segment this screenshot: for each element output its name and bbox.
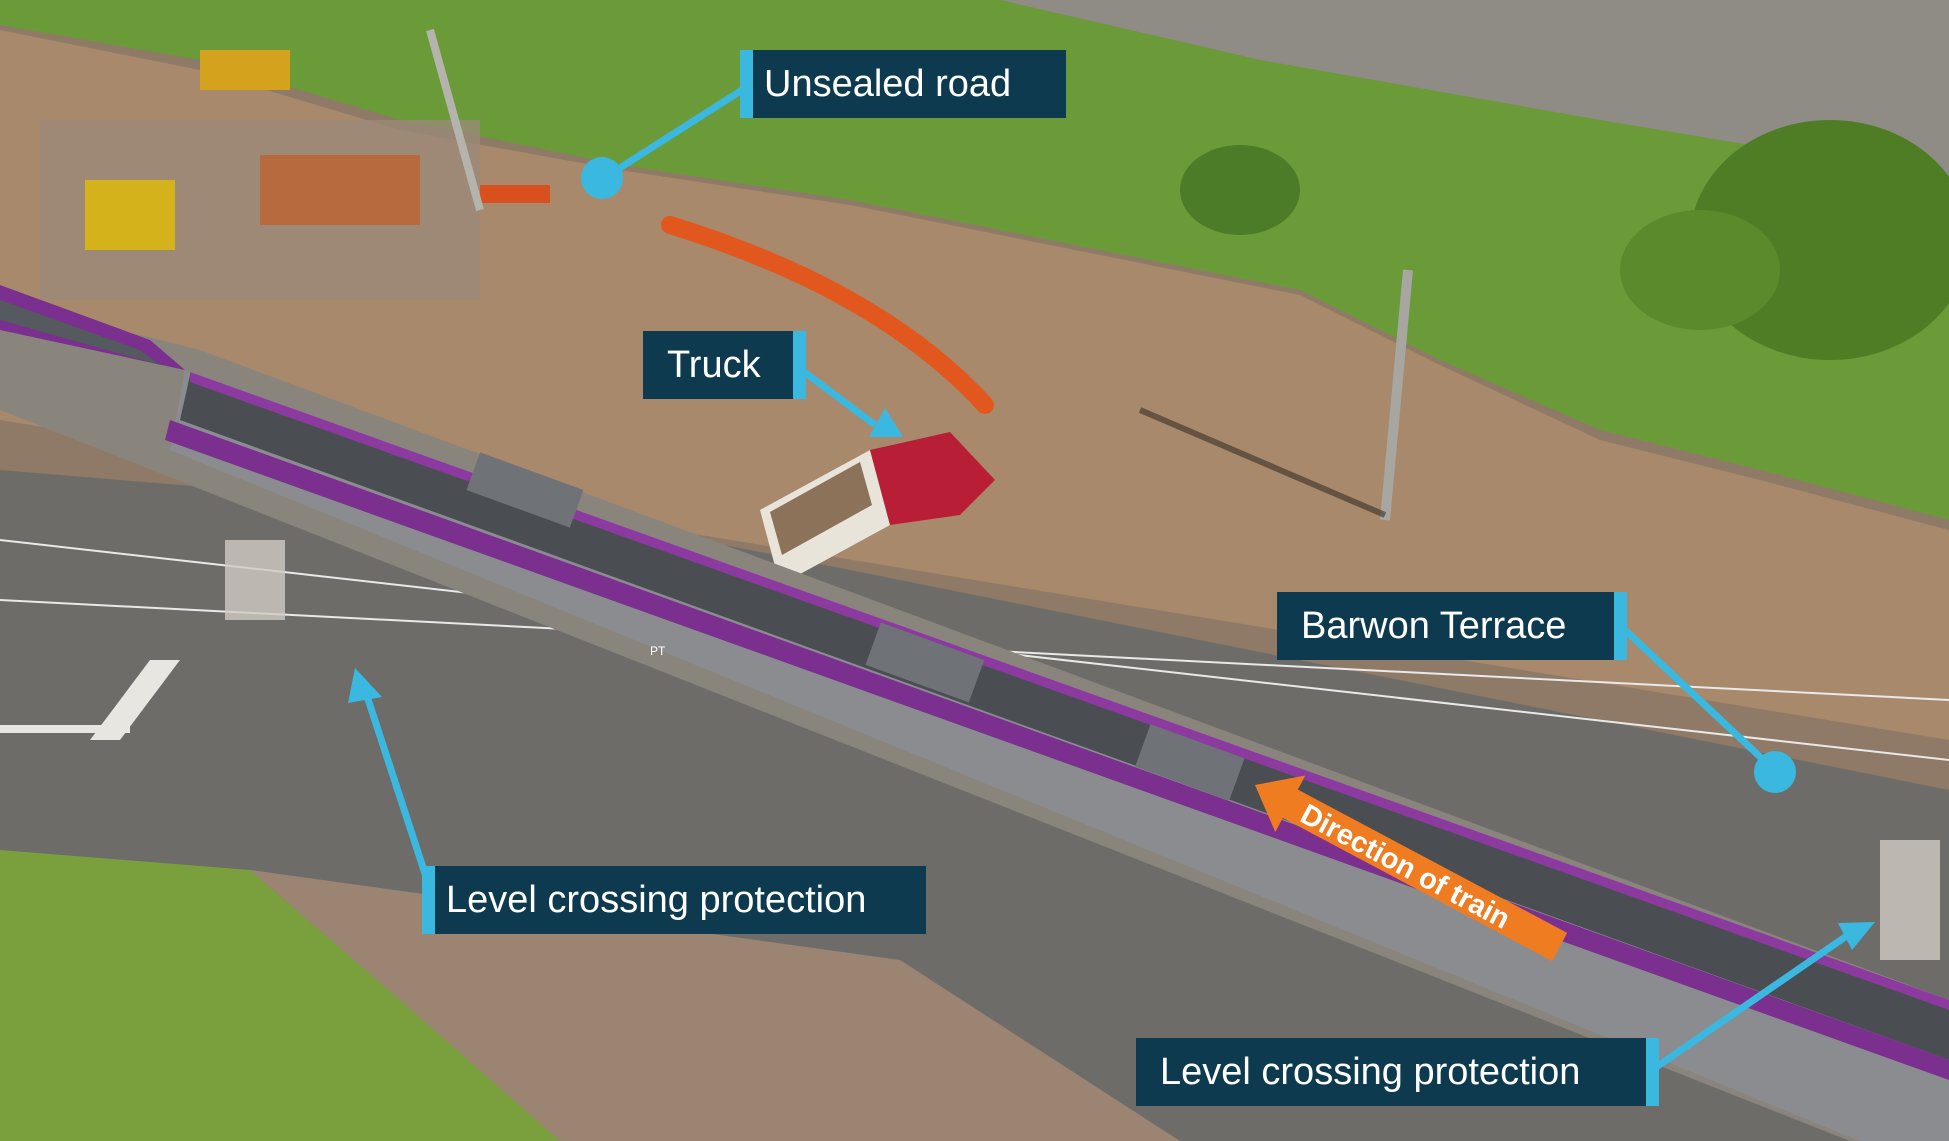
pointer-dot-unsealed-road: [581, 157, 623, 199]
callout-accent: [1646, 1038, 1659, 1106]
pointer-arrowhead-crossing-left: [348, 668, 382, 703]
gravel-area: [1000, 0, 1949, 175]
roof-unit: [865, 622, 985, 703]
bins: [260, 155, 420, 225]
pole-shadow: [1138, 407, 1387, 518]
truck-label: Truck: [667, 344, 761, 386]
train-roof: [180, 375, 1949, 1060]
orange-pipe: [661, 216, 994, 414]
crossing-signal-left: [225, 540, 285, 620]
level-crossing-left-label: Level crossing protection: [446, 879, 867, 921]
callout-accent: [793, 331, 806, 399]
train-car-front: [0, 285, 185, 370]
trees: [1620, 210, 1780, 330]
pointer-barwon-terrace: [1622, 627, 1775, 771]
truck: [760, 432, 995, 585]
excavator: [85, 180, 175, 250]
pointer-crossing-left: [361, 688, 436, 897]
pointer-crossing-right: [1650, 932, 1850, 1073]
barwon-terrace-label: Barwon Terrace: [1301, 605, 1567, 647]
utility-pole: [426, 28, 484, 212]
operator-logo: PT: [650, 644, 666, 658]
callout-pointers: [348, 87, 1875, 1073]
road-marking: [90, 660, 180, 740]
callout-level-crossing-right: Level crossing protection: [1136, 1038, 1659, 1106]
callout-truck: Truck: [643, 331, 806, 399]
machine: [200, 50, 290, 90]
callout-accent: [740, 50, 753, 118]
road-marking: [0, 725, 130, 733]
roof-unit: [1135, 724, 1245, 801]
pointer-arrowhead-truck: [869, 408, 903, 437]
callout-barwon-terrace: Barwon Terrace: [1277, 592, 1627, 660]
unsealed-road-label: Unsealed road: [764, 63, 1012, 105]
truck-cab: [870, 432, 995, 525]
callout-unsealed-road: Unsealed road: [740, 50, 1066, 118]
callout-accent: [422, 866, 435, 934]
pointer-truck: [792, 362, 878, 428]
roof-unit: [466, 452, 584, 528]
grass-bottom-left: [0, 850, 560, 1141]
callout-accent: [1614, 592, 1627, 660]
dirt-bottom: [250, 870, 1180, 1141]
pointer-dot-barwon-terrace: [1754, 751, 1796, 793]
callout-level-crossing-left: Level crossing protection: [422, 866, 926, 934]
direction-arrow-shape: [1255, 775, 1568, 962]
pointer-arrowhead-crossing-right: [1838, 922, 1875, 950]
truck-tray-inner: [770, 462, 872, 555]
level-crossing-right-label: Level crossing protection: [1160, 1051, 1581, 1093]
train-car-front-roof: [0, 300, 160, 365]
pipes: [480, 185, 550, 203]
grass-embankment: [0, 0, 1949, 520]
utility-pole: [1380, 269, 1413, 521]
crossing-signal-right: [1880, 840, 1940, 960]
train-purple-stripe-top: [190, 372, 1949, 1010]
bush: [1180, 145, 1300, 235]
pointer-unsealed-road: [602, 87, 744, 181]
